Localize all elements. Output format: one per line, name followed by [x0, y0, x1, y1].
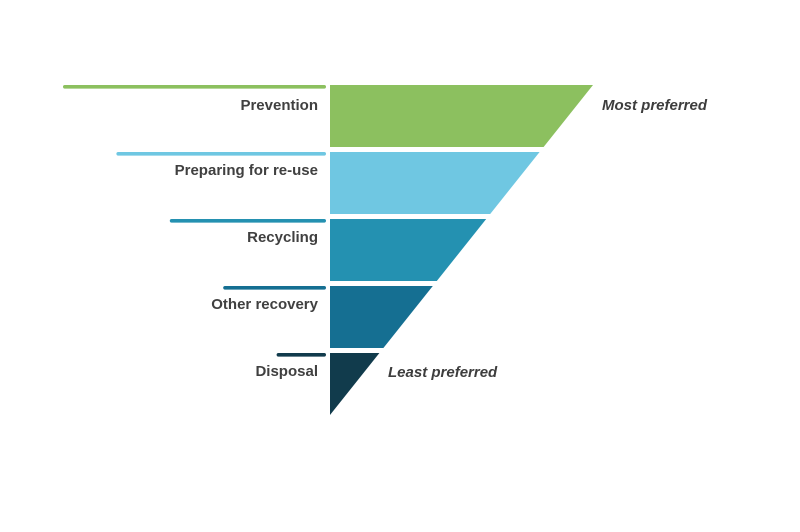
- label-recycling: Recycling: [247, 229, 318, 246]
- funnel-band-other-recovery: [330, 286, 433, 348]
- funnel-band-preparing-reuse: [330, 152, 540, 214]
- funnel-band-prevention: [330, 85, 593, 147]
- label-other-recovery: Other recovery: [211, 296, 318, 313]
- label-prevention: Prevention: [240, 97, 318, 114]
- label-preparing-reuse: Preparing for re-use: [174, 162, 318, 179]
- funnel-band-disposal: [330, 353, 380, 415]
- annotation-most-preferred: Most preferred: [602, 97, 708, 114]
- level-line-preparing-reuse: [116, 152, 327, 156]
- funnel-band-recycling: [330, 219, 487, 281]
- level-line-recycling: [169, 219, 326, 223]
- level-line-other-recovery: [223, 286, 326, 290]
- annotation-least-preferred: Least preferred: [388, 364, 498, 381]
- label-disposal: Disposal: [255, 363, 318, 380]
- level-line-prevention: [63, 85, 326, 89]
- level-line-disposal: [276, 353, 326, 357]
